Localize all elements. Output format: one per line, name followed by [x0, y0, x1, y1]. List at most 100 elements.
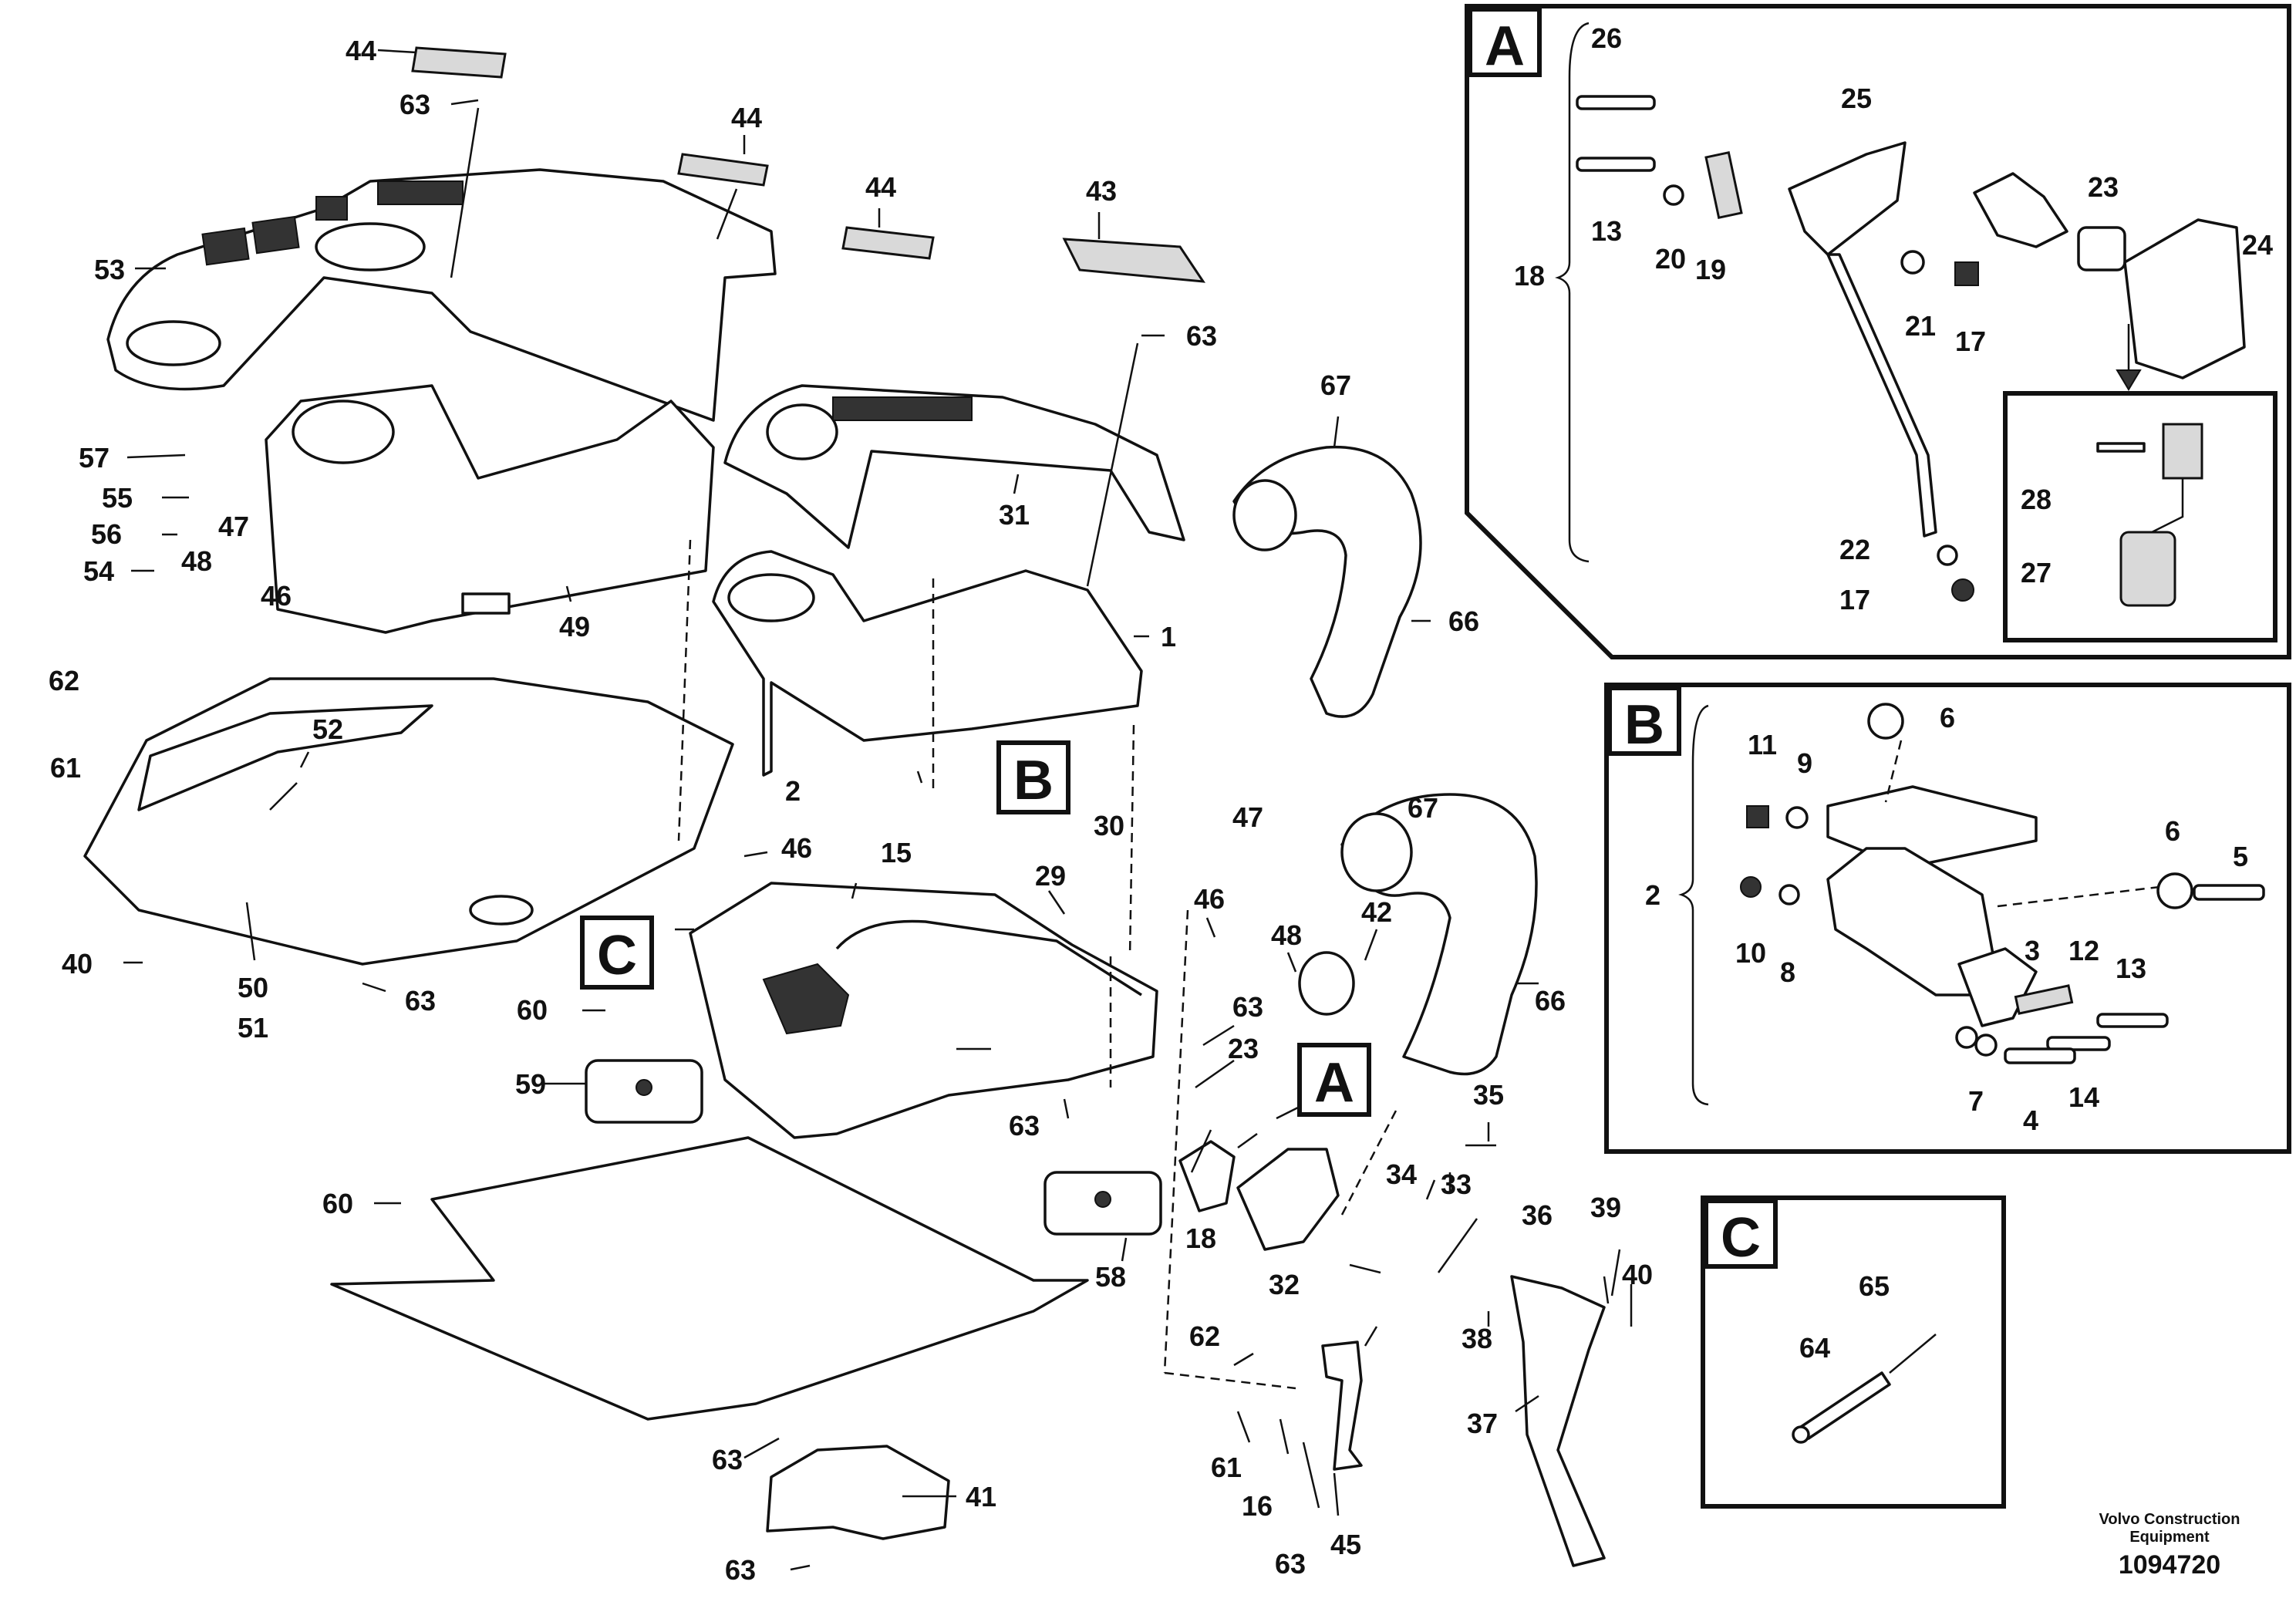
callout: 49 [559, 611, 590, 642]
callout: 20 [1655, 243, 1686, 275]
callout: 60 [517, 994, 548, 1026]
part-53-slot-3 [315, 196, 348, 221]
callout: 12 [2068, 935, 2099, 966]
callout: 66 [1535, 985, 1566, 1017]
callout: 2 [1645, 879, 1660, 911]
detail-a-bracket [1555, 22, 1590, 563]
part-64-gas-strut [1799, 1371, 1891, 1440]
part-52-panel [137, 704, 433, 811]
callout: 23 [2088, 171, 2119, 203]
part-23-pivot [1973, 172, 2068, 248]
callout: 54 [83, 555, 114, 587]
callout: 51 [238, 1012, 268, 1044]
part-17-nut [1954, 261, 1979, 286]
part-24-plate [2123, 218, 2246, 379]
part-29-window [762, 963, 850, 1035]
detail-a: A [1465, 4, 2291, 659]
callout: 55 [102, 482, 133, 514]
detail-a-frame [1465, 4, 2291, 659]
callout: 10 [1735, 937, 1766, 969]
marker-b-label: B [1013, 750, 1054, 811]
callout: 56 [91, 518, 122, 550]
part-26-bolt [1576, 95, 1656, 110]
marker-c-label: C [597, 925, 637, 986]
callout: 52 [312, 713, 343, 745]
part-21-washer [1900, 250, 1925, 275]
part-42-cap [1298, 951, 1355, 1016]
detail-b-bracket [1678, 704, 1709, 1106]
callout: 32 [1269, 1269, 1300, 1300]
callout: 63 [1275, 1548, 1306, 1580]
callout: 48 [1271, 919, 1302, 951]
detail-c-frame [1701, 1195, 2006, 1509]
base-plate [330, 1136, 1089, 1421]
callout: 46 [1194, 883, 1225, 915]
part-7-washer [1955, 1026, 1978, 1049]
callout: 9 [1797, 747, 1812, 779]
callout: 60 [322, 1188, 353, 1219]
detail-c: C [1701, 1195, 2006, 1509]
callout: 63 [405, 985, 436, 1017]
callout: 40 [62, 948, 93, 980]
marker-a-label: A [1314, 1052, 1354, 1114]
callout: 21 [1905, 310, 1936, 342]
part-13-bolt-a [1576, 157, 1656, 172]
callout: 19 [1695, 254, 1726, 285]
callout: 47 [1232, 801, 1263, 833]
callout: 44 [346, 35, 376, 66]
callout: 29 [1035, 860, 1066, 892]
part-12-spring [2014, 984, 2074, 1015]
callout: 41 [966, 1481, 996, 1512]
part-14-bolt [2046, 1036, 2111, 1051]
callout: 25 [1841, 83, 1872, 114]
callout: 67 [1320, 369, 1351, 401]
part-53-handle-hole [315, 222, 426, 271]
part-4-bolt [2004, 1047, 2076, 1064]
callout: 46 [261, 580, 292, 612]
part-67-duct-mouth-upper [1232, 479, 1297, 551]
part-13-bolt-b [2096, 1013, 2169, 1028]
part-43-cover [1062, 238, 1205, 283]
part-31-cutout [766, 403, 838, 460]
detail-c-label: C [1721, 1207, 1761, 1269]
callout: 30 [1094, 810, 1124, 841]
part-64-end [1792, 1425, 1810, 1444]
callout: 35 [1473, 1079, 1504, 1111]
callout: 18 [1514, 260, 1545, 292]
callout: 40 [1622, 1259, 1653, 1290]
callout: 65 [1859, 1270, 1890, 1302]
callout: 17 [1955, 325, 1986, 357]
callout: 36 [1522, 1199, 1553, 1231]
callout: 58 [1095, 1261, 1126, 1293]
callout: 63 [1009, 1110, 1040, 1141]
callout: 1 [1161, 621, 1176, 653]
callout: 61 [1211, 1452, 1242, 1483]
callout: 28 [2021, 484, 2052, 515]
detail-a-label: A [1485, 15, 1525, 77]
callout: 45 [1330, 1529, 1361, 1560]
callout: 48 [181, 545, 212, 577]
callout: 57 [79, 442, 110, 474]
part-49-cup [292, 400, 395, 464]
part-6-washer-top [1867, 703, 1904, 740]
callout: 3 [2025, 935, 2040, 966]
part-44-cover-top [411, 46, 507, 79]
part-22-rod [1826, 253, 1937, 538]
part-1-cup [727, 573, 815, 622]
part-23-cylinder [2077, 226, 2126, 271]
part-53-cup-hole [126, 320, 221, 366]
title-block: Volvo Construction Equipment 1094720 [2099, 1511, 2240, 1580]
callout: 15 [881, 837, 912, 868]
part-37-lever [1510, 1275, 1606, 1567]
part-28-screw [2096, 442, 2146, 453]
callout: 34 [1386, 1158, 1417, 1190]
main-assembly [83, 46, 1606, 1567]
part-53-slot-1 [201, 227, 250, 266]
part-49-tab [461, 592, 511, 615]
callout: 13 [2116, 953, 2146, 984]
detail-b-label: B [1624, 694, 1664, 756]
callout: 7 [1968, 1085, 1984, 1117]
part-22-washer [1937, 545, 1958, 566]
callout: 50 [238, 972, 268, 1003]
callout: 4 [2023, 1104, 2038, 1136]
